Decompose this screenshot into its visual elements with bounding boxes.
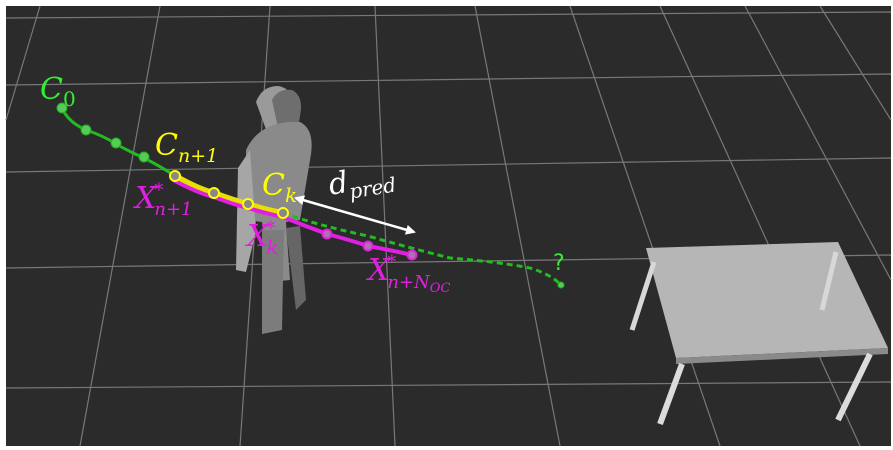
node-green-end	[557, 281, 565, 289]
node-cn1	[169, 170, 181, 182]
label-question: ?	[553, 251, 565, 276]
node-magenta-2	[362, 240, 374, 252]
human-figure-icon	[236, 86, 312, 334]
node-yellow-2	[208, 187, 220, 199]
label-ck: Ck	[262, 168, 297, 207]
yellow-nodes	[169, 170, 289, 219]
green-nodes	[56, 102, 565, 289]
node-yellow-3	[242, 198, 254, 210]
label-c0: C0	[40, 72, 76, 111]
label-xk: X*k	[245, 218, 278, 259]
node-green-2	[110, 137, 122, 149]
node-xnoc	[406, 249, 418, 261]
floor-background	[6, 6, 891, 446]
table-icon	[629, 242, 888, 426]
floor-grid	[5, 5, 892, 447]
node-magenta-1	[321, 228, 333, 240]
node-c0	[56, 102, 68, 114]
label-xn1: X*n+1	[133, 180, 193, 220]
label-cn1: Cn+1	[155, 128, 218, 167]
node-green-3	[138, 151, 150, 163]
yellow-segment	[172, 173, 286, 216]
node-ck	[277, 207, 289, 219]
node-green-1	[80, 124, 92, 136]
label-xnoc: X*n+NOC	[366, 252, 450, 296]
dpred-arrow	[294, 195, 416, 235]
